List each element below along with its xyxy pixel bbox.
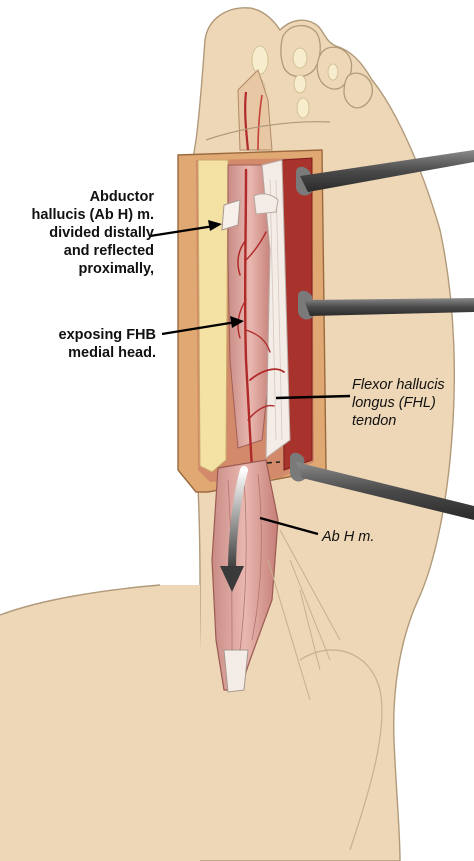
vessels [237,168,285,472]
ankle-contour [0,584,161,616]
tendon-stub [221,199,241,231]
distal-vessel [244,91,250,151]
fat-layer [197,159,229,473]
retractor-1 [296,150,474,196]
cut-tendon-top [253,193,279,215]
retractor-3 [290,452,474,520]
retractor-2 [298,290,474,320]
label-abductor-reflected: Abductor hallucis (Ab H) m. divided dist… [31,189,154,277]
leader-lines [149,224,351,536]
label-exposing-fhb: exposing FHB medial head. [58,327,156,361]
plantar-lines [267,529,341,701]
leader-arrowheads [208,220,244,328]
ankle-skin [0,585,200,861]
reflect-arrow-shaft [228,466,248,574]
label-ab-h-muscle: Ab H m. [322,529,375,545]
ab-h-tendon [223,649,249,693]
fhl-tendon-shape [261,159,291,460]
heel-contour [299,649,383,851]
toes [280,25,374,109]
reflect-arrow-head [220,566,244,592]
skin-crease [205,121,331,141]
distal-vessel-2 [257,94,263,151]
label-fhl-tendon: Flexor hallucis longus (FHL) tendon [352,377,445,429]
